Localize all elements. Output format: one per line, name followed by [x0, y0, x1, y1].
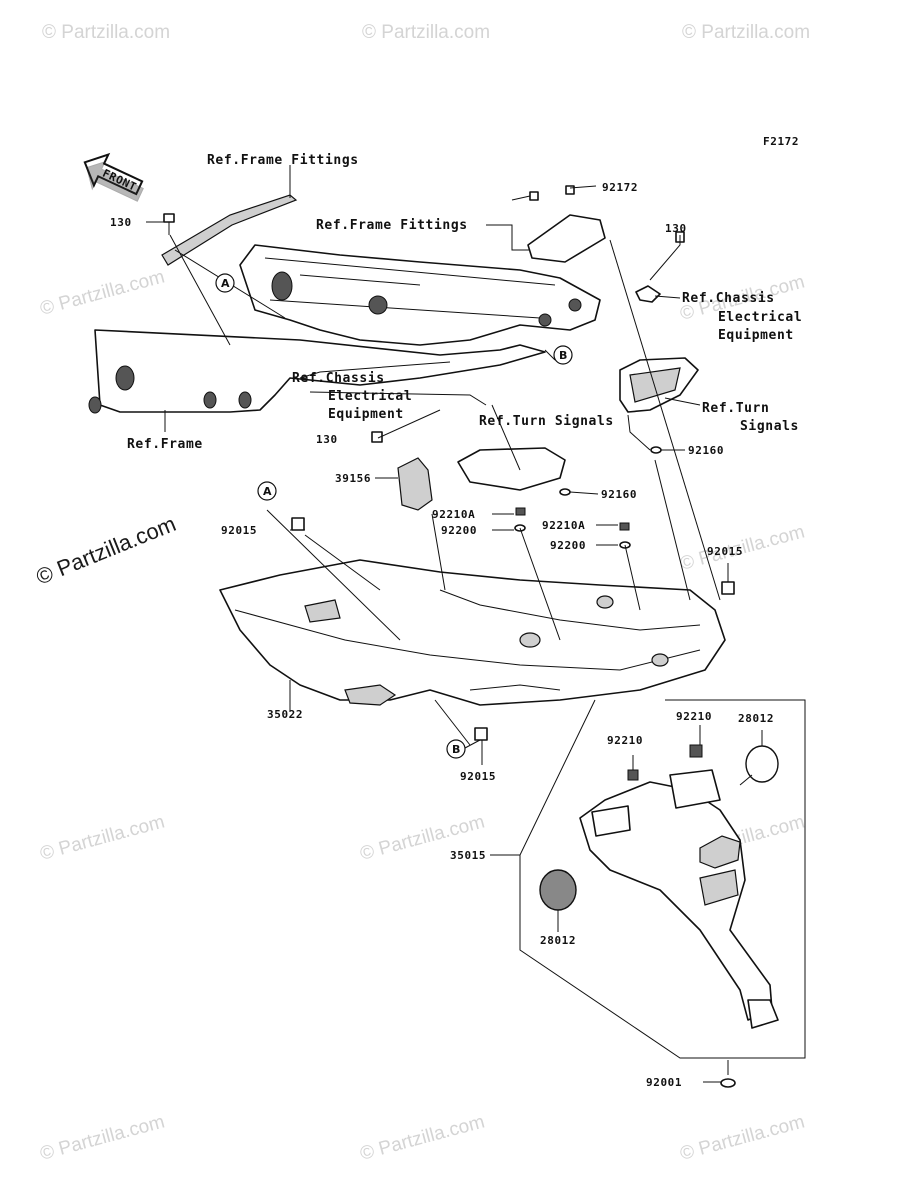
ref-marker-a-label: A: [221, 277, 230, 290]
nut-icon: [689, 744, 703, 758]
washer-icon: [650, 446, 662, 454]
part-number-label: 92200: [441, 524, 477, 537]
watermark: © Partzilla.com: [38, 1111, 167, 1164]
part-number-label: 35015: [450, 849, 486, 862]
part-number-label: 92160: [688, 444, 724, 457]
ref-marker-a: A: [215, 273, 235, 293]
chassis-tab: [635, 231, 685, 303]
bolt-icon: [163, 213, 175, 235]
watermark: © Partzilla.com: [38, 811, 167, 864]
part-number-label: 130: [665, 222, 687, 235]
nut-icon: [627, 769, 639, 781]
turn-signal-left: [457, 447, 566, 491]
watermark: © Partzilla.com: [358, 1111, 487, 1164]
reflector-28012: [539, 745, 779, 911]
washer-icon: [559, 488, 571, 496]
ref-chassis-label: Equipment: [328, 407, 404, 422]
ref-frame-label: Ref.Frame: [127, 437, 203, 452]
rear-fender-35015: [579, 769, 779, 1029]
watermark: © Partzilla.com: [42, 22, 170, 43]
bolt-icon: [371, 431, 383, 443]
part-number-label: 28012: [540, 934, 576, 947]
front-arrow-icon: FRONT: [83, 152, 144, 202]
part-number-label: 92210A: [432, 508, 475, 521]
part-number-label: 92015: [221, 524, 257, 537]
ref-marker-b-label: B: [452, 743, 460, 756]
part-number-label: 92210: [676, 710, 712, 723]
pad-39156: [397, 457, 433, 511]
ref-frame-fittings-label: Ref.Frame Fittings: [316, 218, 468, 233]
watermark: © Partzilla.com: [362, 22, 490, 43]
ref-chassis-label: Electrical: [718, 310, 802, 325]
part-number-label: 92001: [646, 1076, 682, 1089]
ref-turn-signals-label: Signals: [740, 419, 799, 434]
part-number-label: 92210: [607, 734, 643, 747]
ref-turn-signals-label: Ref.Turn Signals: [479, 414, 614, 429]
ref-chassis-label: Electrical: [328, 389, 412, 404]
part-number-label: 92172: [602, 181, 638, 194]
watermark: © Partzilla.com: [678, 1111, 807, 1164]
ref-chassis-label: Ref.Chassis: [292, 371, 385, 386]
sub-frame: [239, 244, 601, 346]
frame-rail: [88, 329, 546, 414]
part-number-label: 92210A: [542, 519, 585, 532]
watermark-main: © Partzilla.com: [33, 511, 180, 590]
collar-icon: [474, 727, 488, 741]
ref-chassis-label: Ref.Chassis: [682, 291, 775, 306]
part-number-label: 92200: [550, 539, 586, 552]
bracket-92172: [527, 185, 606, 263]
part-number-label: 92015: [460, 770, 496, 783]
ref-marker-a-label: A: [263, 485, 272, 498]
ref-frame-fittings-label: Ref.Frame Fittings: [207, 153, 359, 168]
frame-fitting-bracket: [161, 194, 298, 266]
part-number-label: 39156: [335, 472, 371, 485]
screw-icon: [720, 1060, 736, 1088]
nut-icon: [619, 522, 630, 531]
ref-marker-a: A: [257, 481, 277, 501]
ref-marker-b: B: [553, 345, 573, 365]
turn-signal-right: [619, 357, 699, 413]
part-labels: Ref.Frame Fittings Ref.Frame Fittings 92…: [110, 153, 802, 1089]
watermark: © Partzilla.com: [682, 22, 810, 43]
ref-marker-b-label: B: [559, 349, 567, 362]
part-number-label: 28012: [738, 712, 774, 725]
part-number-label: 35022: [267, 708, 303, 721]
part-number-label: 130: [316, 433, 338, 446]
ref-marker-b: B: [446, 739, 466, 759]
part-number-label: 92015: [707, 545, 743, 558]
collar-icon: [721, 581, 735, 595]
nut-icon: [515, 507, 526, 516]
part-number-label: 130: [110, 216, 132, 229]
part-number-label: 92160: [601, 488, 637, 501]
undertray-35022: [219, 559, 726, 706]
ref-turn-signals-label: Ref.Turn: [702, 401, 769, 416]
collar-icon: [291, 517, 305, 531]
watermark: © Partzilla.com: [38, 266, 167, 319]
ref-chassis-label: Equipment: [718, 328, 794, 343]
figure-code: F2172: [763, 135, 799, 148]
